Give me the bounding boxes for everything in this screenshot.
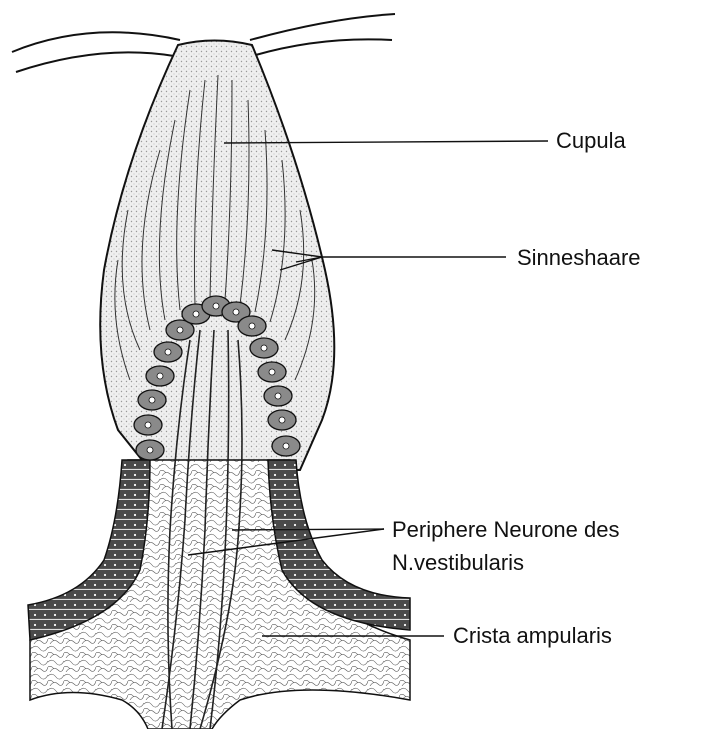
- label-sinneshaare: Sinneshaare: [517, 244, 641, 272]
- label-periphere-neurone-line2: N.vestibularis: [392, 549, 524, 577]
- label-cupula: Cupula: [556, 127, 626, 155]
- label-crista-ampularis: Crista ampularis: [453, 622, 612, 650]
- label-periphere-neurone-line1: Periphere Neurone des: [392, 516, 619, 544]
- cupula-shape: [100, 41, 334, 471]
